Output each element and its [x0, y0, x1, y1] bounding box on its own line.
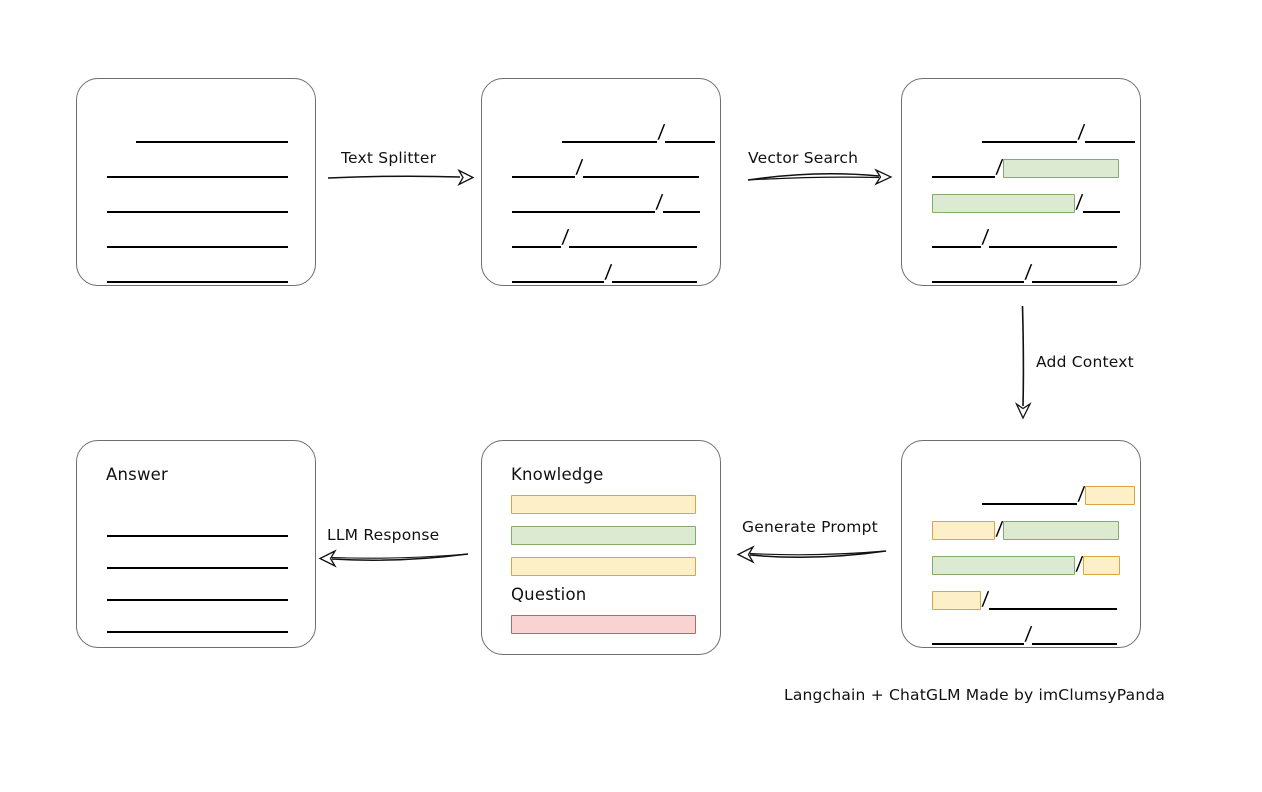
- arrow-add-context: [1014, 305, 1032, 420]
- answer-lines: [77, 441, 315, 647]
- chunk-row: /: [982, 483, 1136, 505]
- chunk-segment-plain: [136, 129, 288, 143]
- chunk-segment-plain: [569, 234, 698, 248]
- chunk-row: /: [932, 191, 1121, 213]
- chunk-segment-plain: [583, 164, 700, 178]
- chunk-row: /: [932, 518, 1120, 540]
- question-label: Question: [511, 585, 587, 604]
- question-bar-1: [511, 615, 696, 634]
- chunk-row: /: [932, 226, 1118, 248]
- answer-label: Answer: [106, 465, 168, 484]
- chunk-row: [107, 195, 288, 213]
- answer-line-rule: [107, 555, 288, 569]
- chunk-segment-plain: [663, 199, 701, 213]
- chunk-segment-plain: [512, 269, 604, 283]
- arrow-label-add-context: Add Context: [1036, 353, 1134, 371]
- chunk-segment-plain: [512, 199, 655, 213]
- chunk-segment-plain: [932, 631, 1024, 645]
- chunk-segment-yellow: [1083, 556, 1121, 575]
- chunk-row: /: [562, 121, 716, 143]
- answer-line: [107, 583, 288, 601]
- chunk-segment-green: [932, 556, 1075, 575]
- chunk-segment-plain: [612, 269, 698, 283]
- chunk-segment-green: [1003, 521, 1120, 540]
- box-split-chunks: / / / / /: [481, 78, 721, 286]
- arrow-generate-prompt: [736, 545, 887, 564]
- chunk-row: [107, 230, 288, 248]
- chunk-segment-plain: [989, 596, 1118, 610]
- chunk-row: [136, 125, 288, 143]
- chunk-row: /: [512, 156, 700, 178]
- chunk-row: [107, 160, 288, 178]
- chunk-segment-plain: [932, 164, 995, 178]
- arrow-vector-search: [747, 168, 893, 186]
- box-context-added-chunks: / / / / /: [901, 440, 1141, 648]
- arrow-label-vector-search: Vector Search: [748, 149, 859, 167]
- chunk-row: /: [512, 261, 698, 283]
- chunk-row: /: [932, 156, 1120, 178]
- chunk-segment-plain: [1032, 269, 1118, 283]
- chunk-segment-plain: [989, 234, 1118, 248]
- chunk-segment-plain: [665, 129, 716, 143]
- chunk-segment-plain: [932, 269, 1024, 283]
- chunk-segment-green: [1003, 159, 1120, 178]
- chunk-segment-plain: [1085, 129, 1136, 143]
- answer-line-rule: [107, 619, 288, 633]
- chunk-segment-plain: [512, 234, 561, 248]
- answer-line: [107, 615, 288, 633]
- chunk-segment-plain: [1083, 199, 1121, 213]
- chunk-row: [107, 265, 288, 283]
- answer-line: [107, 551, 288, 569]
- split-chunks-rows: / / / / /: [482, 79, 720, 285]
- chunk-segment-green: [932, 194, 1075, 213]
- context-added-rows: / / / / /: [902, 441, 1140, 647]
- box-answer: Answer: [76, 440, 316, 648]
- chunk-segment-plain: [982, 491, 1077, 505]
- chunk-segment-plain: [1032, 631, 1118, 645]
- chunk-segment-yellow: [1085, 486, 1136, 505]
- chunk-segment-plain: [107, 164, 288, 178]
- footer-credit: Langchain + ChatGLM Made by imClumsyPand…: [784, 686, 1166, 704]
- chunk-segment-plain: [107, 269, 288, 283]
- chunk-segment-plain: [562, 129, 657, 143]
- chunk-segment-plain: [107, 234, 288, 248]
- answer-line-rule: [107, 523, 288, 537]
- arrow-label-generate-prompt: Generate Prompt: [742, 518, 878, 536]
- answer-line-rule: [107, 587, 288, 601]
- arrow-label-text-splitter: Text Splitter: [341, 149, 437, 167]
- knowledge-bar-1: [511, 495, 696, 514]
- chunk-row: /: [512, 226, 698, 248]
- chunk-row: /: [932, 588, 1118, 610]
- chunk-segment-plain: [982, 129, 1077, 143]
- chunk-row: /: [512, 191, 701, 213]
- chunk-row: /: [932, 261, 1118, 283]
- chunk-row: /: [932, 623, 1118, 645]
- box-source-document: [76, 78, 316, 286]
- box-vector-matched-chunks: / / / / /: [901, 78, 1141, 286]
- arrow-label-llm-response: LLM Response: [327, 526, 440, 544]
- arrow-text-splitter: [327, 168, 475, 187]
- chunk-row: /: [982, 121, 1136, 143]
- chunk-segment-plain: [107, 199, 288, 213]
- chunk-row: /: [932, 553, 1121, 575]
- chunk-segment-yellow: [932, 591, 981, 610]
- box-prompt: Knowledge Question: [481, 440, 721, 655]
- knowledge-bar-2: [511, 526, 696, 545]
- chunk-segment-plain: [512, 164, 575, 178]
- answer-line: [107, 519, 288, 537]
- source-document-rows: [77, 79, 315, 285]
- knowledge-bar-3: [511, 557, 696, 576]
- vector-matched-rows: / / / / /: [902, 79, 1140, 285]
- chunk-segment-plain: [932, 234, 981, 248]
- knowledge-label: Knowledge: [511, 465, 604, 484]
- chunk-segment-yellow: [932, 521, 995, 540]
- arrow-llm-response: [318, 549, 469, 568]
